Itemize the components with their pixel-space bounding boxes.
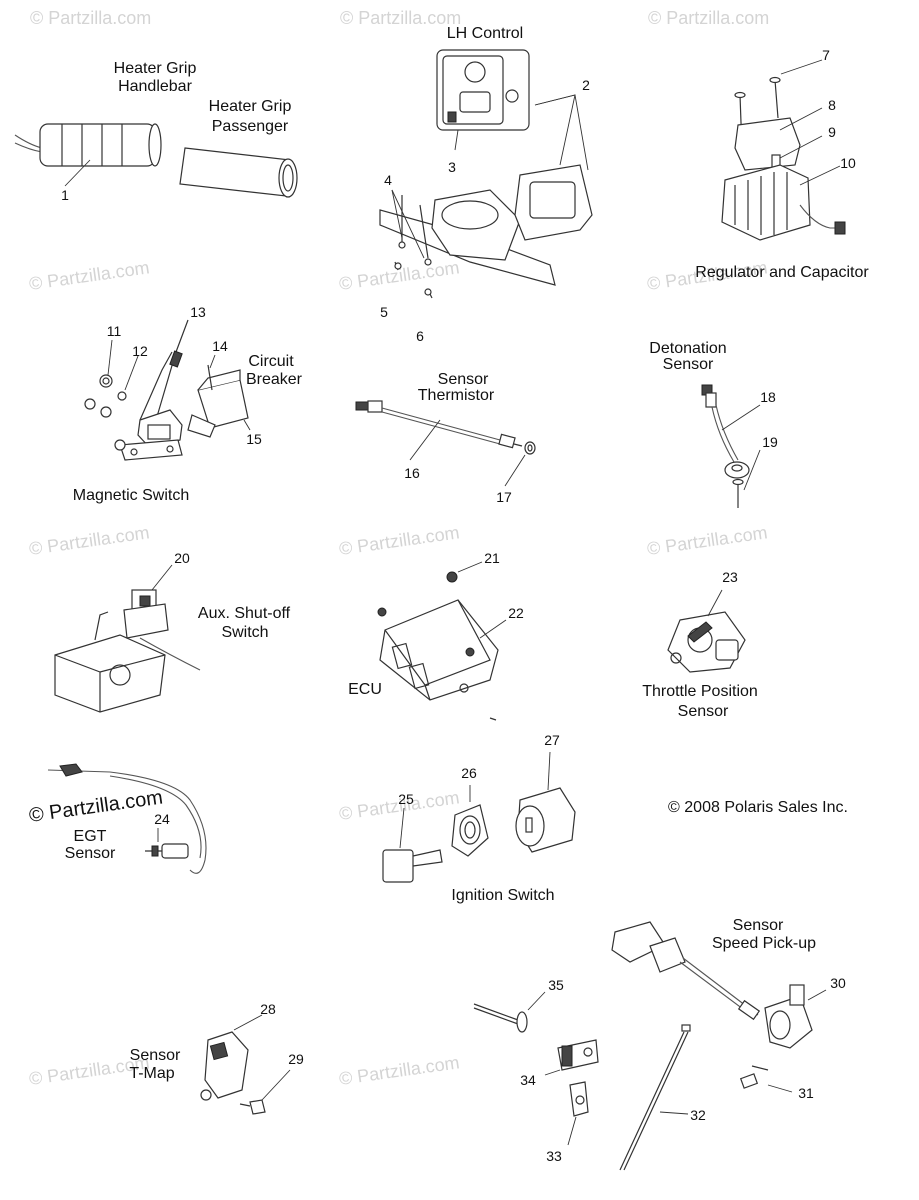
callout-20: 20 — [174, 550, 190, 566]
aux-shutoff-switch-icon — [54, 564, 201, 713]
callout-15: 15 — [246, 431, 262, 447]
callout-25: 25 — [398, 791, 414, 807]
callout-23: 23 — [722, 569, 738, 585]
tmap-label-2: T-Map — [129, 1065, 174, 1082]
callout-14: 14 — [212, 338, 228, 354]
ecu-label: ECU — [348, 681, 382, 698]
magnetic-switch-label: Magnetic Switch — [73, 487, 190, 504]
callout-28: 28 — [260, 1001, 276, 1017]
thermistor-icon — [355, 400, 536, 487]
callout-35: 35 — [548, 977, 564, 993]
screw-icon — [473, 991, 546, 1033]
circuit-breaker-icon — [187, 354, 251, 438]
heater-grip-handlebar-label-1: Heater Grip — [114, 60, 197, 77]
lh-control-switch-icon — [436, 49, 530, 131]
callout-11: 11 — [107, 323, 122, 339]
speed-pickup-label-2: Speed Pick-up — [712, 935, 816, 952]
callout-31: 31 — [798, 1085, 814, 1101]
callout-4: 4 — [384, 172, 392, 188]
callout-18: 18 — [760, 389, 776, 405]
speed-sensor-icon — [611, 921, 827, 1049]
callout-10: 10 — [840, 155, 856, 171]
callout-2: 2 — [582, 77, 590, 93]
watermark: © Partzilla.com — [28, 522, 151, 559]
mounting-bracket-icon — [379, 94, 593, 299]
callout-32: 32 — [690, 1107, 706, 1123]
callout-16: 16 — [404, 465, 420, 481]
watermark-main: © Partzilla.com — [28, 786, 165, 827]
lh-control-label: LH Control — [447, 25, 523, 42]
callout-5: 5 — [380, 304, 388, 320]
callout-12: 12 — [132, 343, 148, 359]
callout-6: 6 — [416, 328, 424, 344]
throttle-label-1: Throttle Position — [642, 683, 758, 700]
detonation-label-1: Detonation — [649, 340, 726, 357]
cable-tie-icon — [619, 1024, 691, 1171]
callout-24: 24 — [154, 811, 170, 827]
clip-icon — [544, 1039, 599, 1146]
watermarks: © Partzilla.com © Partzilla.com © Partzi… — [28, 8, 770, 1089]
regulator-label: Regulator and Capacitor — [695, 264, 869, 281]
callout-7: 7 — [822, 47, 830, 63]
detonation-label-2: Sensor — [663, 356, 714, 373]
aux-shutoff-label-1: Aux. Shut-off — [198, 605, 291, 622]
egt-label-2: Sensor — [65, 845, 116, 862]
ignition-key-icon — [382, 807, 443, 883]
heater-grip-icon — [14, 123, 298, 198]
callout-21: 21 — [484, 550, 500, 566]
callout-3: 3 — [448, 159, 456, 175]
callout-8: 8 — [828, 97, 836, 113]
tmap-sensor-icon — [200, 1014, 291, 1115]
callout-17: 17 — [496, 489, 512, 505]
callout-30: 30 — [830, 975, 846, 991]
callout-22: 22 — [508, 605, 524, 621]
callout-26: 26 — [461, 765, 477, 781]
callout-1: 1 — [61, 187, 69, 203]
heater-grip-handlebar-label-2: Handlebar — [118, 78, 193, 95]
detonation-sensor-icon — [701, 384, 761, 508]
watermark: © Partzilla.com — [30, 8, 151, 28]
callout-19: 19 — [762, 434, 778, 450]
circuit-breaker-label-1: Circuit — [248, 353, 294, 370]
callout-29: 29 — [288, 1051, 304, 1067]
ecu-module-icon — [377, 561, 507, 721]
ignition-switch-icon — [451, 751, 576, 857]
callout-34: 34 — [520, 1072, 536, 1088]
callout-33: 33 — [546, 1148, 562, 1164]
egt-label-1: EGT — [74, 828, 107, 845]
throttle-position-sensor-icon — [667, 589, 746, 673]
voltage-regulator-icon — [721, 59, 846, 241]
sensor-thermistor-label-2: Thermistor — [418, 387, 495, 404]
circuit-breaker-label-2: Breaker — [246, 371, 303, 388]
watermark: © Partzilla.com — [338, 522, 461, 559]
callout-27: 27 — [544, 732, 560, 748]
screw-icon — [739, 1065, 793, 1093]
watermark: © Partzilla.com — [338, 1052, 461, 1089]
sensor-thermistor-label-1: Sensor — [438, 371, 489, 388]
throttle-label-2: Sensor — [678, 703, 729, 720]
watermark: © Partzilla.com — [648, 8, 769, 28]
watermark: © Partzilla.com — [340, 8, 461, 28]
watermark: © Partzilla.com — [646, 522, 769, 559]
callout-13: 13 — [190, 304, 206, 320]
egt-sensor-icon — [47, 763, 207, 874]
aux-shutoff-label-2: Switch — [221, 624, 268, 641]
speed-pickup-label-1: Sensor — [733, 917, 784, 934]
heater-grip-passenger-label-1: Heater Grip — [209, 98, 292, 115]
callout-9: 9 — [828, 124, 836, 140]
heater-grip-passenger-label-2: Passenger — [212, 118, 289, 135]
ignition-switch-label: Ignition Switch — [451, 887, 554, 904]
watermark: © Partzilla.com — [28, 257, 151, 294]
copyright-text: © 2008 Polaris Sales Inc. — [668, 799, 848, 816]
magnetic-switch-icon — [84, 319, 189, 461]
tmap-label-1: Sensor — [130, 1047, 181, 1064]
